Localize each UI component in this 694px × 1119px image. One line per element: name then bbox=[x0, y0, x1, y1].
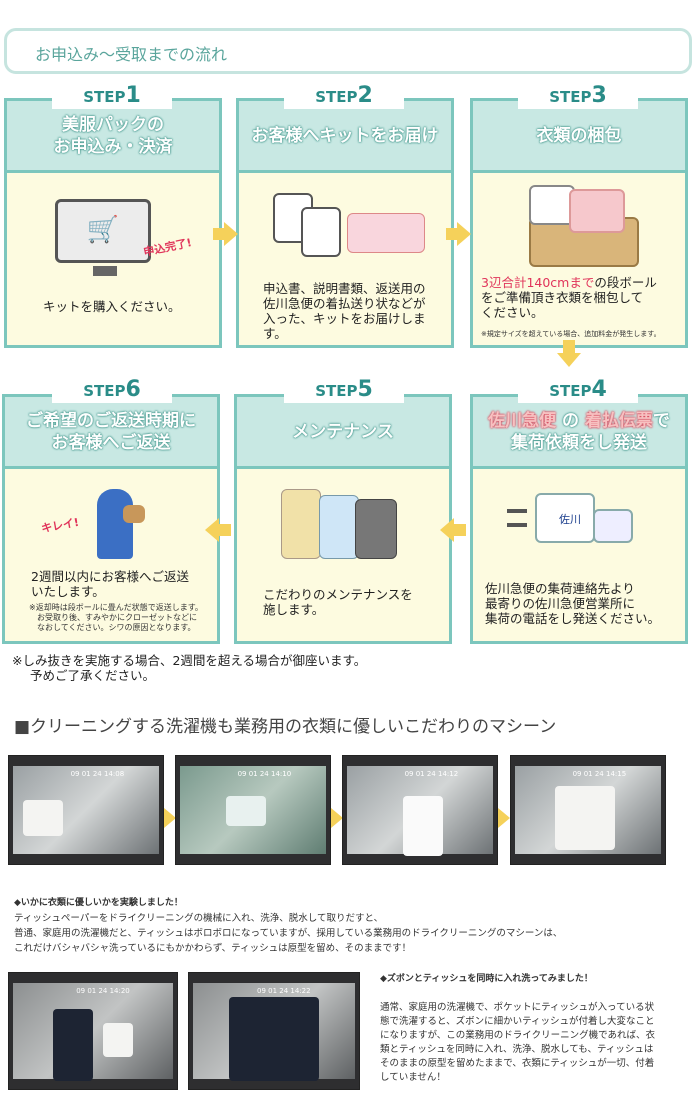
kirei-badge: キレイ! bbox=[40, 515, 80, 536]
step-card-6: ご希望のご返送時期にお客様へご返送 キレイ! 2週間以内にお客様へご返送いたしま… bbox=[2, 394, 220, 644]
step-label-1: STEP1 bbox=[52, 84, 172, 109]
jacket-icon bbox=[355, 499, 397, 559]
step-note: ※規定サイズを超えている場合、追加料金が発生します。 bbox=[481, 330, 661, 338]
step-label-2: STEP2 bbox=[284, 84, 404, 109]
step-card-5: メンテナンス こだわりのメンテナンスを施します。 bbox=[234, 394, 452, 644]
arrow-right-icon bbox=[457, 222, 471, 246]
step-note: ※返却時は段ボールに畳んだ状態で返送します。お受取り後、すみやかにクローゼットな… bbox=[29, 603, 203, 632]
experiment-1-text: ◆いかに衣類に優しいかを実験しました！ ティッシュペーパーをドライクリーニングの… bbox=[14, 898, 563, 954]
video-thumbnail[interactable]: 09 01 24 14:20 bbox=[8, 972, 178, 1090]
step-header: 美服パックのお申込み・決済 bbox=[7, 101, 219, 173]
monitor-stand bbox=[93, 266, 117, 276]
section-title: ■クリーニングする洗濯機も業務用の衣類に優しいこだわりのマシーン bbox=[14, 717, 557, 737]
delivery-person-icon bbox=[97, 489, 133, 559]
step-label-3: STEP3 bbox=[518, 84, 638, 109]
video-thumbnail[interactable]: 09 01 24 14:12 bbox=[342, 755, 498, 865]
step-label-6: STEP6 bbox=[52, 378, 172, 403]
video-thumbnail[interactable]: 09 01 24 14:10 bbox=[175, 755, 331, 865]
arrow-right-icon bbox=[224, 222, 238, 246]
arrow-down-icon bbox=[557, 353, 581, 367]
video-thumbnail[interactable]: 09 01 24 14:08 bbox=[8, 755, 164, 865]
step-label-4: STEP4 bbox=[518, 378, 638, 403]
video-thumbnail[interactable]: 09 01 24 14:15 bbox=[510, 755, 666, 865]
step-label-5: STEP5 bbox=[284, 378, 404, 403]
step-text: 申込書、説明書類、返送用の佐川急便の着払送り状などが入った、キットをお届けします… bbox=[263, 281, 426, 341]
arrow-right-icon bbox=[164, 808, 176, 828]
experiment-2-text: ◆ズボンとティッシュを同時に入れ洗ってみました！ 通常、家庭用の洗濯機で、ポケッ… bbox=[380, 974, 656, 1083]
computer-cart-icon: 🛒 bbox=[55, 199, 151, 263]
truck-icon: 佐川 bbox=[535, 493, 595, 543]
arrow-right-icon bbox=[331, 808, 343, 828]
step-text: 3辺合計140cmまでの段ボールをご準備頂き衣類を梱包してください。 bbox=[481, 275, 657, 320]
video-thumbnail[interactable]: 09 01 24 14:22 bbox=[188, 972, 360, 1090]
arrow-left-icon bbox=[440, 518, 454, 542]
shipping-label-icon bbox=[347, 213, 425, 253]
step-text: 2週間以内にお客様へご返送いたします。 bbox=[31, 569, 189, 599]
step-card-3: 衣類の梱包 3辺合計140cmまでの段ボールをご準備頂き衣類を梱包してください。… bbox=[470, 98, 688, 348]
step-card-4: 佐川急便 の 着払伝票で集荷依頼をし発送 佐川 佐川急便の集荷連絡先より最寄りの… bbox=[470, 394, 688, 644]
step-text: 佐川急便の集荷連絡先より最寄りの佐川急便営業所に集荷の電話をし発送ください。 bbox=[485, 581, 661, 626]
arrow-right-icon bbox=[498, 808, 510, 828]
clothes-icon bbox=[529, 185, 575, 225]
step-card-1: 美服パックのお申込み・決済 🛒 申込完了! キットを購入ください。 bbox=[4, 98, 222, 348]
flow-title: お申込み～受取までの流れ bbox=[4, 28, 692, 74]
arrow-left-icon bbox=[205, 518, 219, 542]
step-text: こだわりのメンテナンスを施します。 bbox=[263, 587, 413, 617]
coat-icon bbox=[281, 489, 321, 559]
step-text: キットを購入ください。 bbox=[43, 299, 181, 314]
footnote: ※しみ抜きを実施する場合、2週間を超える場合が御座います。予めご了承ください。 bbox=[12, 653, 367, 683]
step-card-2: お客様へキットをお届け 申込書、説明書類、返送用の佐川急便の着払送り状などが入っ… bbox=[236, 98, 454, 348]
